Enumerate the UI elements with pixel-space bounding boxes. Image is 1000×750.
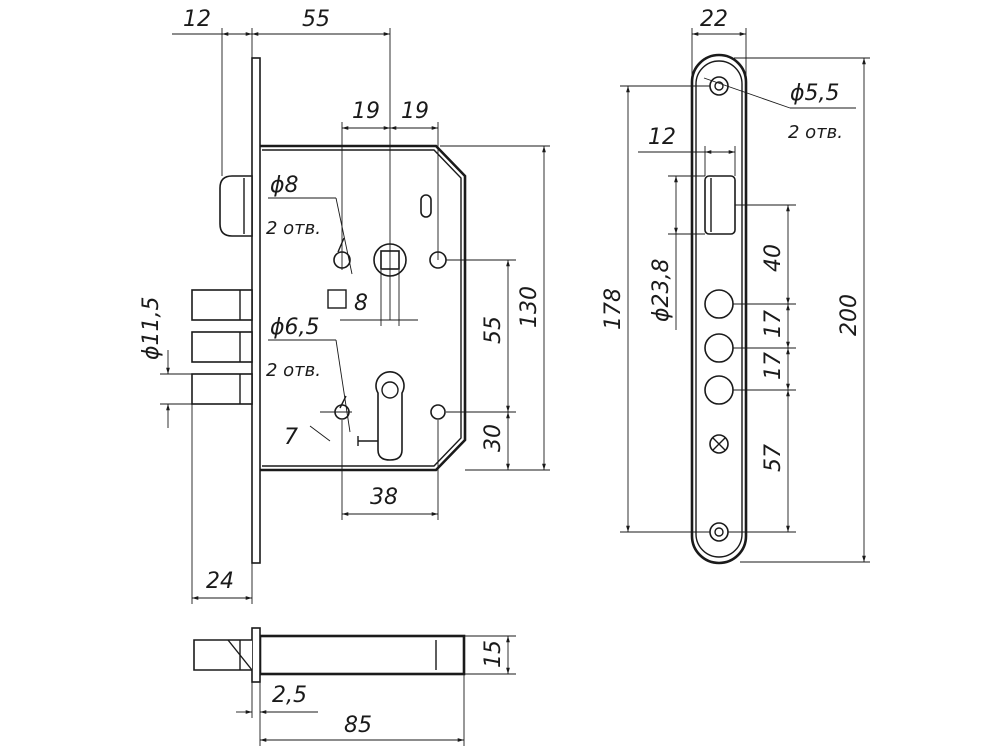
label-2-5: 2,5 bbox=[272, 683, 307, 708]
label-17-b: 17 bbox=[761, 352, 786, 380]
dim-200: 200 bbox=[734, 57, 870, 563]
faceplate-view bbox=[690, 53, 748, 565]
dim-square-8: 8 bbox=[340, 270, 418, 326]
dim-19-19: 19 19 bbox=[341, 99, 439, 270]
dim-12-top: 12 bbox=[172, 7, 253, 176]
dim-right-stack: 55 30 130 bbox=[440, 145, 550, 471]
label-phi11-5: ϕ11,5 bbox=[139, 297, 164, 361]
bolt-hole-2 bbox=[704, 333, 734, 363]
dim-plate-stack: 40 17 17 57 bbox=[728, 204, 796, 533]
bolt-hole-1 bbox=[704, 289, 734, 319]
cyl-hole-right bbox=[430, 404, 446, 420]
label-12-top: 12 bbox=[183, 7, 211, 32]
screw-top bbox=[709, 76, 729, 96]
label-19-a: 19 bbox=[352, 99, 380, 124]
label-15: 15 bbox=[481, 640, 506, 668]
label-40: 40 bbox=[761, 244, 786, 272]
leader-phi5-5: ϕ5,5 2 отв. bbox=[703, 77, 856, 143]
label-24: 24 bbox=[206, 569, 234, 594]
label-holes-a: 2 отв. bbox=[266, 218, 321, 239]
dim-phi11-5: ϕ11,5 bbox=[139, 297, 192, 428]
dim-15: 15 bbox=[464, 635, 516, 675]
label-7: 7 bbox=[284, 425, 298, 450]
label-85: 85 bbox=[344, 713, 372, 738]
screw-bottom bbox=[709, 522, 729, 542]
label-phi8: ϕ8 bbox=[270, 173, 299, 198]
dim-phi23-8: ϕ23,8 bbox=[649, 175, 705, 330]
dim-22: 22 bbox=[691, 7, 747, 82]
dim-12-plate: 12 bbox=[638, 125, 736, 176]
label-22: 22 bbox=[700, 7, 728, 32]
label-178: 178 bbox=[601, 288, 626, 330]
body-top bbox=[258, 634, 466, 676]
latch-top bbox=[193, 639, 252, 671]
dim-7: 7 bbox=[284, 411, 352, 450]
label-57: 57 bbox=[761, 444, 786, 472]
leader-phi8: ϕ8 2 отв. bbox=[266, 173, 353, 275]
label-phi23-8: ϕ23,8 bbox=[649, 259, 674, 323]
dim-24: 24 bbox=[191, 404, 253, 604]
faceplate-top bbox=[251, 627, 261, 683]
cylinder-keyhole bbox=[375, 371, 405, 461]
dim-55-top: 55 bbox=[252, 7, 391, 320]
label-38: 38 bbox=[370, 485, 398, 510]
deadbolt-pins bbox=[191, 289, 253, 405]
dim-85: 85 bbox=[260, 674, 465, 746]
lock-top-view bbox=[193, 627, 466, 683]
bolt-hole-3 bbox=[704, 375, 734, 405]
label-55-right: 55 bbox=[481, 316, 506, 344]
label-12-plate: 12 bbox=[648, 125, 676, 150]
dim-178: 178 bbox=[601, 85, 710, 533]
lock-case bbox=[260, 144, 467, 472]
label-130: 130 bbox=[517, 286, 542, 328]
label-55-top: 55 bbox=[302, 7, 330, 32]
faceplate bbox=[690, 53, 748, 565]
slot bbox=[420, 194, 432, 218]
square-symbol bbox=[327, 289, 347, 309]
label-30: 30 bbox=[481, 424, 506, 452]
latch-window bbox=[704, 175, 736, 235]
lock-front-view bbox=[191, 57, 467, 564]
label-phi5-5: ϕ5,5 bbox=[790, 81, 840, 106]
label-19-b: 19 bbox=[401, 99, 429, 124]
label-sq8: 8 bbox=[354, 291, 368, 316]
label-holes-c: 2 отв. bbox=[788, 122, 843, 143]
faceplate-side bbox=[251, 57, 261, 564]
label-17-a: 17 bbox=[761, 310, 786, 338]
label-200: 200 bbox=[837, 294, 862, 336]
leader-phi6-5: ϕ6,5 2 отв. bbox=[266, 315, 351, 433]
dim-2-5: 2,5 bbox=[236, 674, 318, 746]
latch-bolt bbox=[219, 175, 253, 237]
label-holes-b: 2 отв. bbox=[266, 360, 321, 381]
dim-38: 38 bbox=[341, 420, 439, 520]
label-phi6-5: ϕ6,5 bbox=[270, 315, 320, 340]
